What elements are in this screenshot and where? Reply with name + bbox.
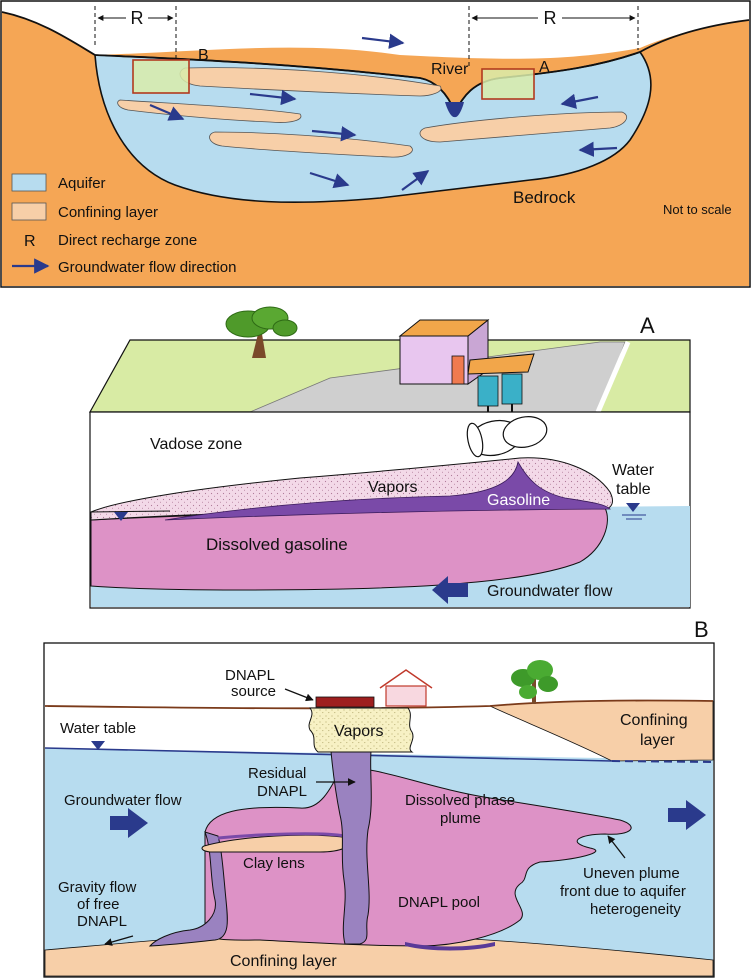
tree-icon [225,306,298,358]
legend-confining: Confining layer [58,204,158,221]
confining-lens [209,131,413,158]
vapors-b-label: Vapors [334,723,384,740]
legend-flow: Groundwater flow direction [58,259,236,276]
dnapl-source [315,696,375,708]
house-icon [379,669,433,707]
overview-panel: R R B A River Bedrock Not to scale Aquif… [0,0,751,288]
gasoline-label: Gasoline [487,492,550,509]
bedrock-label: Bedrock [513,188,576,207]
residual-dnapl-label: Residual [248,765,306,782]
vadose-label: Vadose zone [150,436,242,453]
panel-a-letter: A [640,313,655,338]
box-b-label: B [198,47,209,64]
uneven-front-label: heterogeneity [590,901,681,918]
clay-lens-label: Clay lens [243,855,305,872]
groundwater-flow-arrow-right [668,800,706,830]
water-table-symbol [114,512,128,521]
legend-recharge-symbol: R [24,233,36,250]
groundwater-flow-arrow [432,576,468,604]
panel-b: B DNAPL source Vapors Water table Confin… [43,617,715,978]
uneven-front-label: Uneven plume [583,865,680,882]
confining-bottom-label: Confining layer [230,953,337,970]
dnapl-pool [405,942,495,951]
underground-tank-icon [466,416,548,458]
panel-a: A Vadose zone Vapors Gasoline Water tabl… [88,306,691,609]
water-table-b-label: Water table [60,720,136,737]
groundwater-flow-arrow-left [110,808,148,838]
dissolved-phase-label: plume [440,810,481,827]
residual-dnapl [329,739,373,945]
legend: Aquifer Confining layer R Direct recharg… [11,173,236,276]
river [445,102,464,118]
residual-dnapl-label: DNAPL [257,783,307,800]
box-a [481,68,535,100]
legend-aquifer: Aquifer [58,175,106,192]
box-a-label: A [539,59,550,76]
dissolved-gasoline-label: Dissolved gasoline [206,535,348,554]
flow-arrows [149,33,618,191]
water-table-label: table [616,481,651,498]
not-to-scale-label: Not to scale [663,202,732,217]
water-table-symbol [91,741,105,750]
confining-top-label: Confining [620,712,688,729]
groundwater-flow-b-label: Groundwater flow [64,792,182,809]
confining-lens [117,99,302,123]
recharge-label-right: R [544,8,557,28]
water-table-symbol [626,503,640,512]
water-table-label: Water [612,462,655,479]
building-icon [398,318,490,385]
box-b [132,59,190,94]
gas-station-icon [467,353,535,420]
clay-lens [201,834,352,853]
gravity-flow-label: DNAPL [77,913,127,930]
legend-aquifer-swatch [11,173,47,192]
gravity-flow-label: of free [77,896,120,913]
uneven-front-label: front due to aquifer [560,883,686,900]
dnapl-source-label: source [231,683,276,700]
gasoline-pool [164,460,611,521]
dnapl-source-label: DNAPL [225,667,275,684]
groundwater-flow-label: Groundwater flow [487,583,613,600]
vapors-label: Vapors [368,479,418,496]
gravity-flow-label: Gravity flow [58,879,137,896]
legend-confining-swatch [11,202,47,221]
dnapl-pool-label: DNAPL pool [398,894,480,911]
dissolved-phase-label: Dissolved phase [405,792,515,809]
panel-b-letter: B [694,617,709,642]
vapors-b [308,707,414,753]
confining-top-label: layer [640,732,675,749]
river-label: River [431,61,469,78]
tree-icon [511,660,558,704]
recharge-label-left: R [131,8,144,28]
legend-recharge: Direct recharge zone [58,232,197,249]
confining-lens [179,67,442,97]
confining-lens [419,111,627,143]
